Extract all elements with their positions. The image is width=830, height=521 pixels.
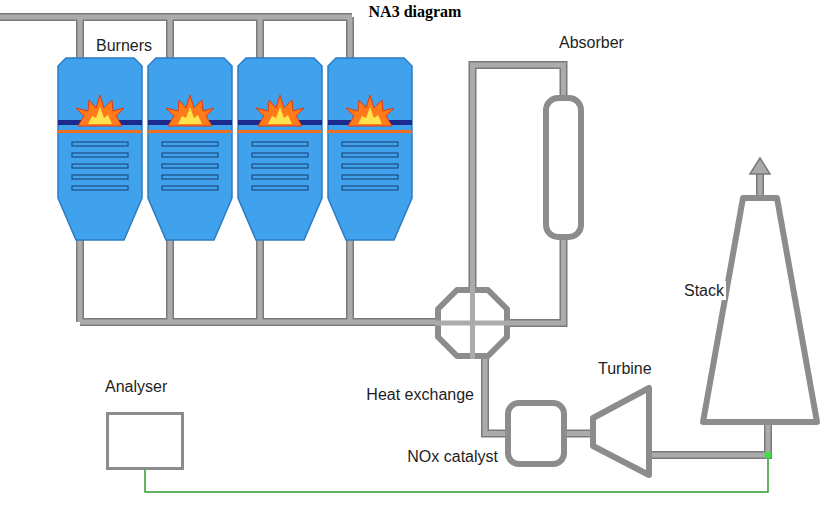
turbine: Turbine [590, 385, 652, 478]
nox-catalyst: NOx catalyst [505, 400, 567, 467]
analyser-box-outline [106, 412, 184, 470]
sample-point [765, 452, 772, 459]
pipe-outline [510, 240, 564, 323]
part-label: Stack [682, 281, 726, 300]
stack-outline [700, 195, 820, 425]
heat-exchanger-outline [435, 287, 510, 359]
stack: Stack [700, 195, 820, 425]
heat-exchanger: Heat exchange [435, 287, 510, 359]
pipe [510, 240, 564, 323]
turbine-outline [590, 385, 652, 478]
burner-illustration [328, 58, 412, 240]
pipe-outline [756, 172, 764, 197]
part-label: Heat exchange [364, 385, 476, 404]
pipe [652, 425, 768, 455]
part-label: NOx catalyst [405, 447, 500, 466]
pipe-outline [0, 17, 437, 322]
part-label: Turbine [596, 359, 654, 378]
part-label: Absorber [557, 33, 626, 52]
burner-illustration [148, 58, 232, 240]
pipe-outline [567, 430, 590, 438]
title-text: NA3 diagram [366, 3, 465, 20]
analyser-box: Analyser [106, 412, 184, 470]
diagram-title: NA3 diagram [0, 2, 830, 21]
arrow-head [750, 158, 770, 174]
pipe [567, 431, 590, 436]
nox-catalyst-outline [505, 400, 567, 467]
burner-illustration [238, 58, 322, 240]
pipe [485, 359, 505, 434]
absorber-column: Absorber [543, 95, 584, 240]
group-label: Burners [94, 36, 154, 55]
pipe-outline [652, 425, 768, 455]
burner-illustration [58, 58, 142, 240]
absorber-column-outline [543, 95, 584, 240]
pipe-outline [485, 359, 505, 434]
pipe [0, 17, 437, 322]
pipe [758, 172, 763, 197]
header-pipes [0, 17, 437, 322]
sample-line [145, 425, 768, 492]
exhaust-arrow [750, 158, 770, 197]
part-label: Analyser [103, 377, 169, 396]
